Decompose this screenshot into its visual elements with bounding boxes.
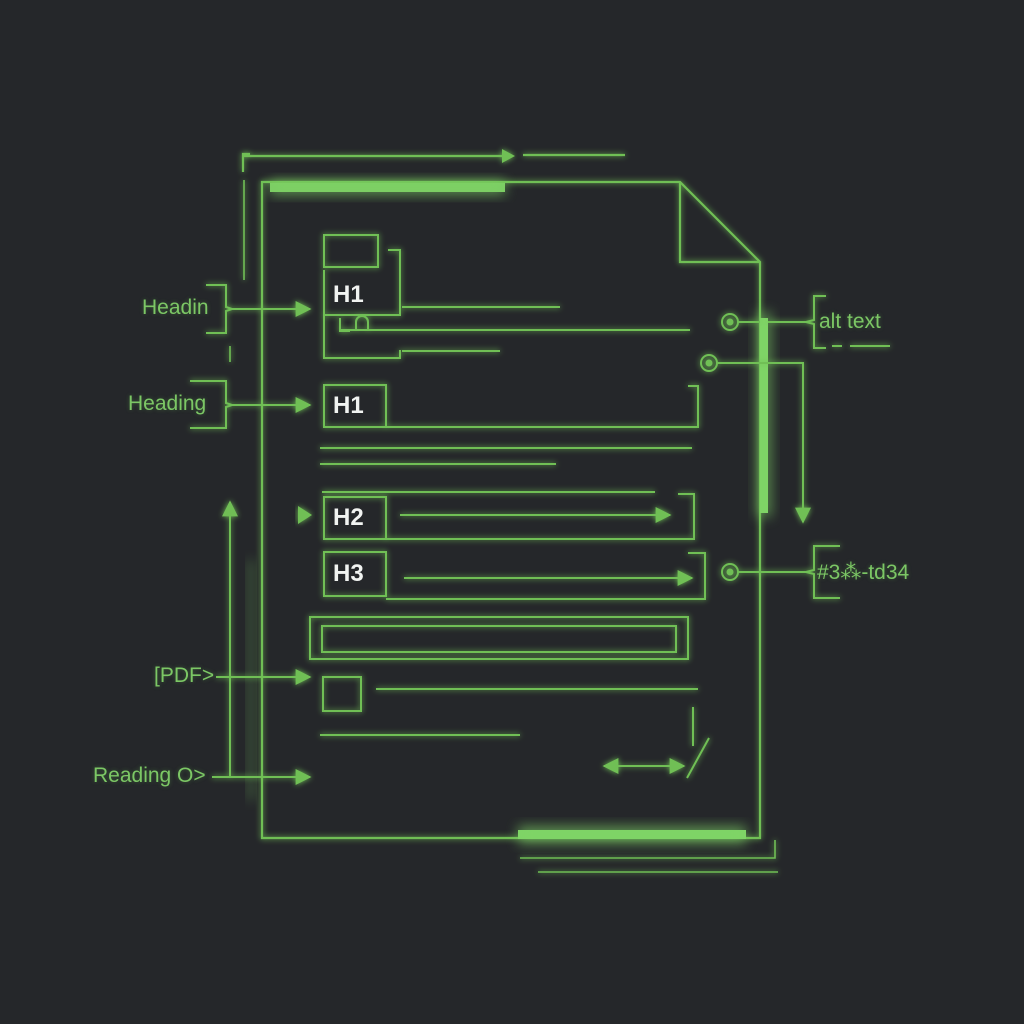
left-bracket-heading-truncated [206, 284, 236, 334]
top-guide-arrowhead [502, 149, 515, 163]
right-annotations [700, 295, 890, 599]
scroll-bar-glow [756, 312, 772, 517]
h1-second-box [323, 384, 387, 428]
label-reading-order: Reading O> [93, 764, 206, 787]
table-bar-outer [309, 616, 689, 660]
h1-second-bracket [386, 385, 699, 428]
h3-box [323, 551, 387, 597]
label-heading-truncated: Headin [142, 296, 209, 319]
table-bar-inner [321, 625, 677, 653]
label-color-code: #3⁂-td34 [817, 561, 910, 584]
bookmark-icon [323, 234, 379, 268]
color-code-bracket [805, 545, 840, 599]
tag-h1-first: H1 [333, 281, 364, 308]
alt-text-bracket [805, 295, 826, 349]
h2-box [323, 496, 387, 540]
h3-bracket [386, 552, 706, 600]
left-annotations [190, 284, 312, 785]
tag-h2: H2 [333, 504, 364, 531]
label-heading: Heading [128, 392, 207, 415]
label-pdf: [PDF> [154, 664, 215, 687]
h2-play-icon [298, 506, 312, 524]
document-fold [678, 182, 760, 264]
document-frame-group [241, 149, 778, 873]
cursor-mark [686, 707, 710, 779]
tag-h1-second: H1 [333, 392, 364, 419]
bottom-highlight-glow [518, 826, 746, 844]
h2-bracket [386, 493, 695, 540]
tag-h3: H3 [333, 560, 364, 587]
top-left-bracket [241, 152, 250, 172]
bottom-guide-upper [520, 840, 776, 859]
image-placeholder-icon [322, 676, 362, 712]
inner-arrows [400, 507, 694, 774]
document-outline [260, 180, 762, 840]
top-highlight-glow [270, 180, 505, 195]
document-content-group [309, 234, 710, 779]
h1-first-glyph [339, 315, 369, 332]
left-vertical-glow [248, 560, 254, 800]
label-alt-text: alt text [819, 310, 881, 333]
down-connector [717, 362, 811, 524]
